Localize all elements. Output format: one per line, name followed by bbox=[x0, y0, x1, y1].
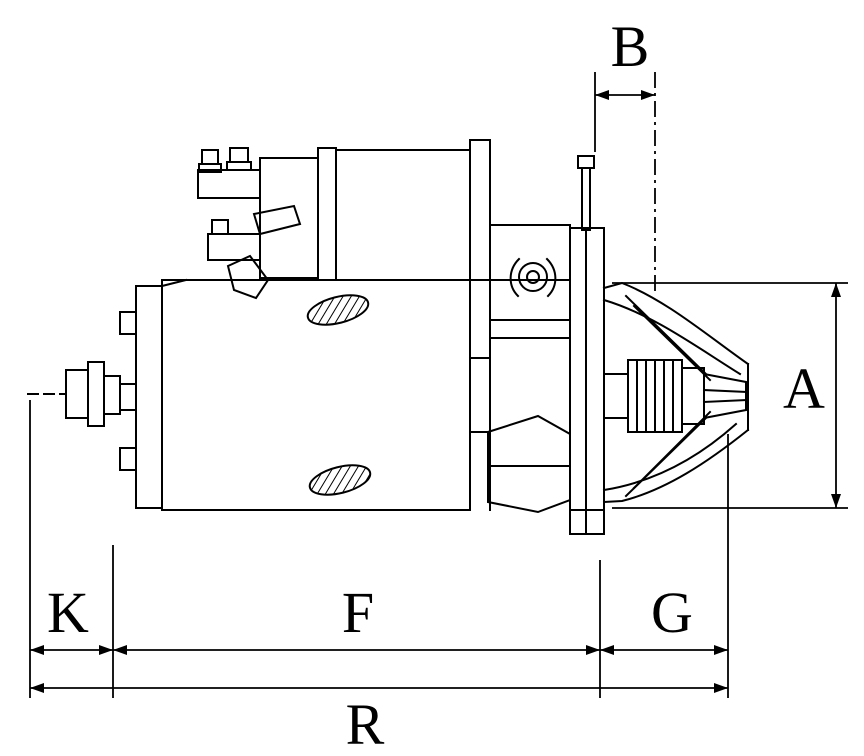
motor-body bbox=[135, 254, 491, 511]
lug-hole-outer bbox=[518, 262, 548, 292]
solenoid bbox=[259, 139, 491, 281]
dimension-f bbox=[113, 645, 600, 655]
dimension-annotations bbox=[29, 72, 848, 698]
shaft-nose bbox=[703, 372, 747, 420]
dimension-label-b: B bbox=[611, 14, 650, 79]
dimension-label-r: R bbox=[346, 692, 385, 756]
screw-slot-upper bbox=[306, 294, 370, 326]
end-cap-hex bbox=[487, 414, 571, 514]
extension-lines-bottom bbox=[29, 400, 729, 698]
drive-end bbox=[602, 281, 750, 504]
dimension-g bbox=[600, 645, 728, 655]
dimension-label-g: G bbox=[651, 580, 693, 645]
lead-bracket bbox=[226, 254, 270, 300]
drive-frame bbox=[487, 224, 571, 514]
dimension-a bbox=[612, 282, 848, 509]
lug-hole-inner bbox=[526, 270, 540, 284]
dimension-label-a: A bbox=[783, 356, 825, 421]
starter-motor-drawing bbox=[27, 139, 750, 535]
dimension-label-k: K bbox=[47, 580, 89, 645]
terminal-studs bbox=[197, 147, 595, 261]
screw-slot-lower bbox=[308, 464, 372, 496]
dimension-label-f: F bbox=[342, 580, 374, 645]
rear-shaft bbox=[27, 311, 137, 471]
dimension-k bbox=[30, 645, 113, 655]
dimension-r bbox=[30, 683, 728, 693]
dimension-labels: B A K F G R bbox=[47, 14, 825, 756]
mounting-flange bbox=[569, 227, 605, 535]
dimension-b bbox=[594, 72, 656, 292]
pinion-collar bbox=[681, 367, 705, 425]
